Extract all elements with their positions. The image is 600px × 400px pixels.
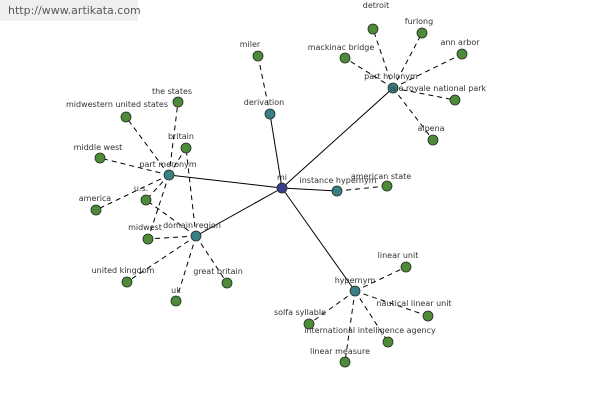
edge-mi-to-domain-region <box>195 187 283 237</box>
edge-hypernym-to-linear-measure <box>344 290 356 363</box>
node-the-states[interactable] <box>172 96 184 108</box>
node-international-intelligence-agency[interactable] <box>382 336 394 348</box>
edge-part-holonym-to-ann-arbor <box>392 53 463 89</box>
edge-part-meronym-to-us <box>145 174 170 201</box>
node-derivation[interactable] <box>264 108 276 120</box>
edge-domain-region-to-united-kingdom <box>126 235 197 283</box>
edge-mi-to-hypernym <box>281 187 356 292</box>
node-solfa-syllable[interactable] <box>303 318 315 330</box>
edge-mi-to-instance-hypernym <box>281 187 338 192</box>
node-label-american-state: american state <box>351 172 411 181</box>
node-label-part-holonym: part holonym <box>364 72 418 81</box>
node-label-great-britain: great britain <box>193 267 243 276</box>
node-nautical-linear-unit[interactable] <box>422 310 434 322</box>
node-uk[interactable] <box>170 295 182 307</box>
node-label-nautical-linear-unit: nautical linear unit <box>376 299 451 308</box>
node-linear-unit[interactable] <box>400 261 412 273</box>
node-label-america: america <box>79 194 112 203</box>
nodes-layer <box>90 23 468 368</box>
node-label-hypernym: hypernym <box>335 276 376 285</box>
edge-domain-region-to-britain <box>185 147 197 237</box>
node-label-detroit: detroit <box>363 1 390 10</box>
node-mi[interactable] <box>276 182 288 194</box>
node-britain[interactable] <box>180 142 192 154</box>
node-midwestern-united-states[interactable] <box>120 111 132 123</box>
edge-part-meronym-to-midwest <box>147 174 170 240</box>
edge-part-meronym-to-america <box>95 174 170 211</box>
node-label-instance-hypernym: instance hypernym <box>300 176 377 185</box>
node-label-middle-west: middle west <box>74 143 123 152</box>
edge-hypernym-to-solfa-syllable <box>308 290 356 325</box>
edge-domain-region-to-midwest <box>147 235 197 240</box>
edge-mi-to-part-meronym <box>168 174 283 189</box>
edge-domain-region-to-us <box>145 199 197 237</box>
node-label-linear-measure: linear measure <box>310 347 370 356</box>
edge-domain-region-to-great-britain <box>195 235 228 284</box>
node-middle-west[interactable] <box>94 152 106 164</box>
edge-instance-hypernym-to-american-state <box>336 185 388 192</box>
node-label-britain: britain <box>168 132 194 141</box>
edge-hypernym-to-linear-unit <box>354 266 407 292</box>
node-instance-hypernym[interactable] <box>331 185 343 197</box>
edge-part-meronym-to-middle-west <box>99 157 170 176</box>
edge-part-holonym-to-detroit <box>372 28 394 89</box>
node-label-international-intelligence-agency: international intelligence agency <box>304 326 436 335</box>
edge-hypernym-to-international-intelligence-agency <box>354 290 389 343</box>
node-label-mi: mi <box>277 173 287 182</box>
edge-part-holonym-to-alpena <box>392 87 434 141</box>
edge-part-meronym-to-the-states <box>168 101 179 176</box>
edge-mi-to-part-holonym <box>281 87 394 189</box>
node-label-domain-region: domain region <box>163 221 221 230</box>
node-label-mackinac-bridge: mackinac bridge <box>308 43 375 52</box>
edge-part-holonym-to-mackinac-bridge <box>344 57 394 89</box>
node-label-miler: miler <box>240 40 261 49</box>
node-part-meronym[interactable] <box>163 169 175 181</box>
node-label-midwest: midwest <box>128 223 162 232</box>
node-label-ann-arbor: ann arbor <box>440 38 480 47</box>
node-america[interactable] <box>90 204 102 216</box>
node-label-isle-royale: isle royale national park <box>390 84 487 93</box>
node-american-state[interactable] <box>381 180 393 192</box>
node-furlong[interactable] <box>416 27 428 39</box>
edge-part-meronym-to-midwestern-united-states <box>125 116 170 176</box>
source-url-link[interactable]: http://www.artikata.com <box>0 0 141 21</box>
node-part-holonym[interactable] <box>387 82 399 94</box>
node-us[interactable] <box>140 194 152 206</box>
node-label-us: u.s. <box>134 184 148 193</box>
edge-hypernym-to-nautical-linear-unit <box>354 290 429 317</box>
edge-part-holonym-to-isle-royale <box>392 87 456 101</box>
labels-layer: mi derivation part meronym domain region ins… <box>66 1 487 356</box>
node-midwest[interactable] <box>142 233 154 245</box>
node-great-britain[interactable] <box>221 277 233 289</box>
edge-derivation-to-miler <box>257 55 271 115</box>
node-label-united-kingdom: united kingdom <box>92 266 155 275</box>
node-hypernym[interactable] <box>349 285 361 297</box>
node-isle-royale[interactable] <box>449 94 461 106</box>
node-detroit[interactable] <box>367 23 379 35</box>
node-mackinac-bridge[interactable] <box>339 52 351 64</box>
node-label-part-meronym: part meronym <box>139 160 196 169</box>
node-united-kingdom[interactable] <box>121 276 133 288</box>
edge-domain-region-to-uk <box>175 235 197 302</box>
edge-part-holonym-to-furlong <box>392 32 423 89</box>
edge-mi-to-derivation <box>269 113 283 189</box>
node-label-furlong: furlong <box>405 17 433 26</box>
node-linear-measure[interactable] <box>339 356 351 368</box>
node-alpena[interactable] <box>427 134 439 146</box>
node-label-linear-unit: linear unit <box>378 251 419 260</box>
node-domain-region[interactable] <box>190 230 202 242</box>
node-ann-arbor[interactable] <box>456 48 468 60</box>
node-label-alpena: alpena <box>417 124 444 133</box>
node-label-the-states: the states <box>152 87 192 96</box>
node-label-uk: uk <box>171 286 181 295</box>
node-miler[interactable] <box>252 50 264 62</box>
node-label-solfa-syllable: solfa syllable <box>274 308 326 317</box>
node-label-midwestern-united-states: midwestern united states <box>66 100 168 109</box>
node-label-derivation: derivation <box>244 98 284 107</box>
edges-layer <box>95 28 463 363</box>
